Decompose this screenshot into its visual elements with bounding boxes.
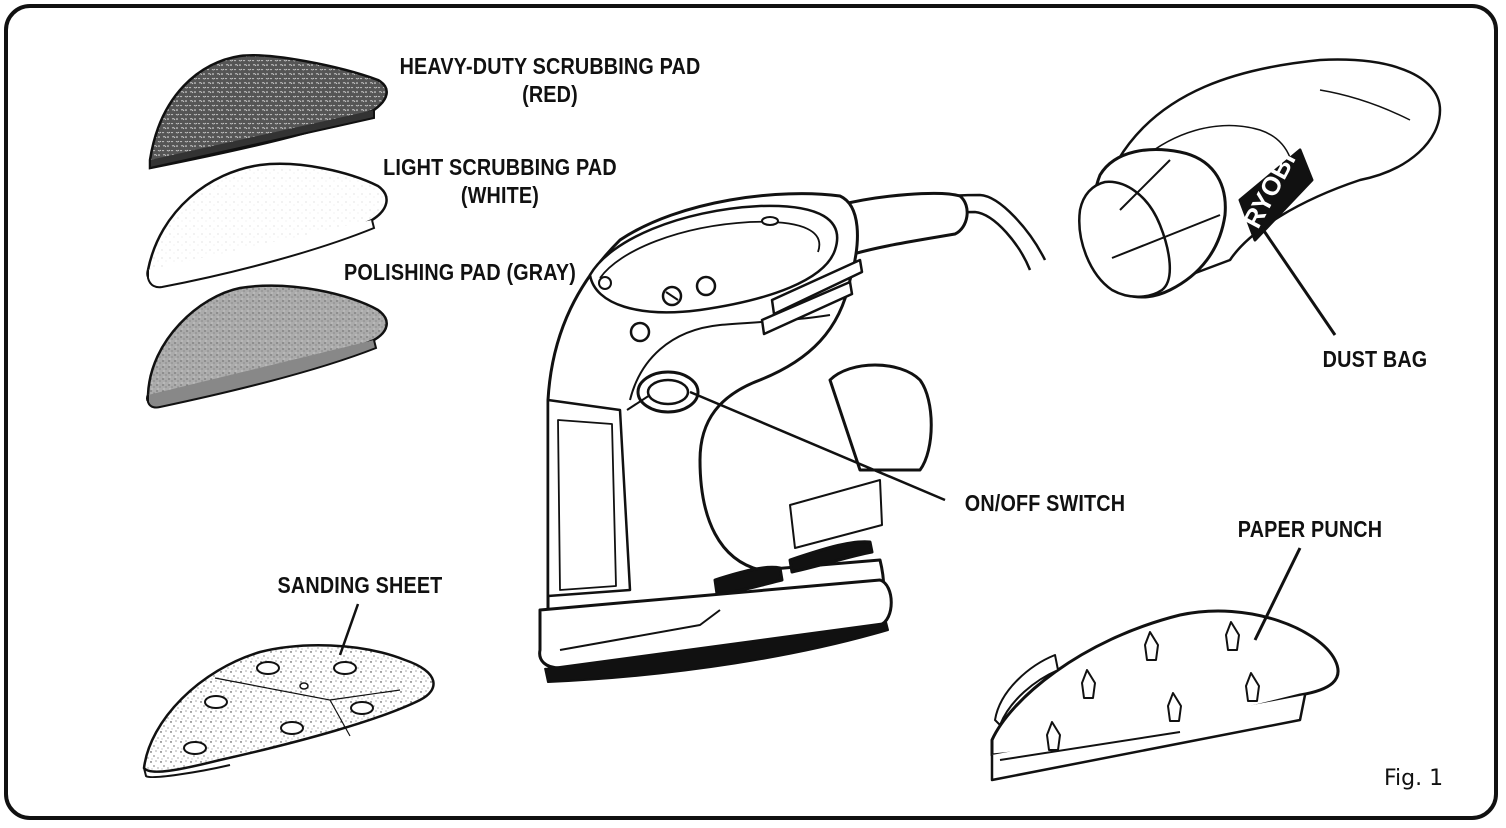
- polishing-pad-illustration: [146, 284, 388, 409]
- label-polishing-pad: POLISHING PAD (GRAY): [343, 259, 577, 285]
- label-heavy-duty-pad-name: HEAVY-DUTY SCRUBBING PAD: [399, 53, 701, 79]
- sanding-sheet-illustration: [142, 603, 435, 779]
- dust-bag-illustration: [1078, 58, 1442, 336]
- heavy-duty-pad-illustration: [148, 54, 388, 170]
- paper-punch-illustration: [990, 547, 1340, 782]
- figure-frame: [4, 4, 1498, 820]
- figure-label: Fig. 1: [1384, 766, 1444, 791]
- label-heavy-duty-pad: HEAVY-DUTY SCRUBBING PAD (RED): [369, 52, 730, 108]
- sander-illustration: [538, 191, 1047, 683]
- label-light-pad: LIGHT SCRUBBING PAD (WHITE): [328, 153, 672, 209]
- label-paper-punch: PAPER PUNCH: [1237, 516, 1383, 542]
- label-light-pad-name: LIGHT SCRUBBING PAD: [383, 154, 617, 180]
- label-on-off-switch: ON/OFF SWITCH: [964, 490, 1126, 516]
- label-light-pad-color: (WHITE): [460, 182, 540, 208]
- label-heavy-duty-pad-color: (RED): [522, 81, 578, 107]
- light-pad-illustration: [146, 162, 388, 289]
- label-sanding-sheet: SANDING SHEET: [277, 572, 443, 598]
- label-dust-bag: DUST BAG: [1322, 346, 1428, 372]
